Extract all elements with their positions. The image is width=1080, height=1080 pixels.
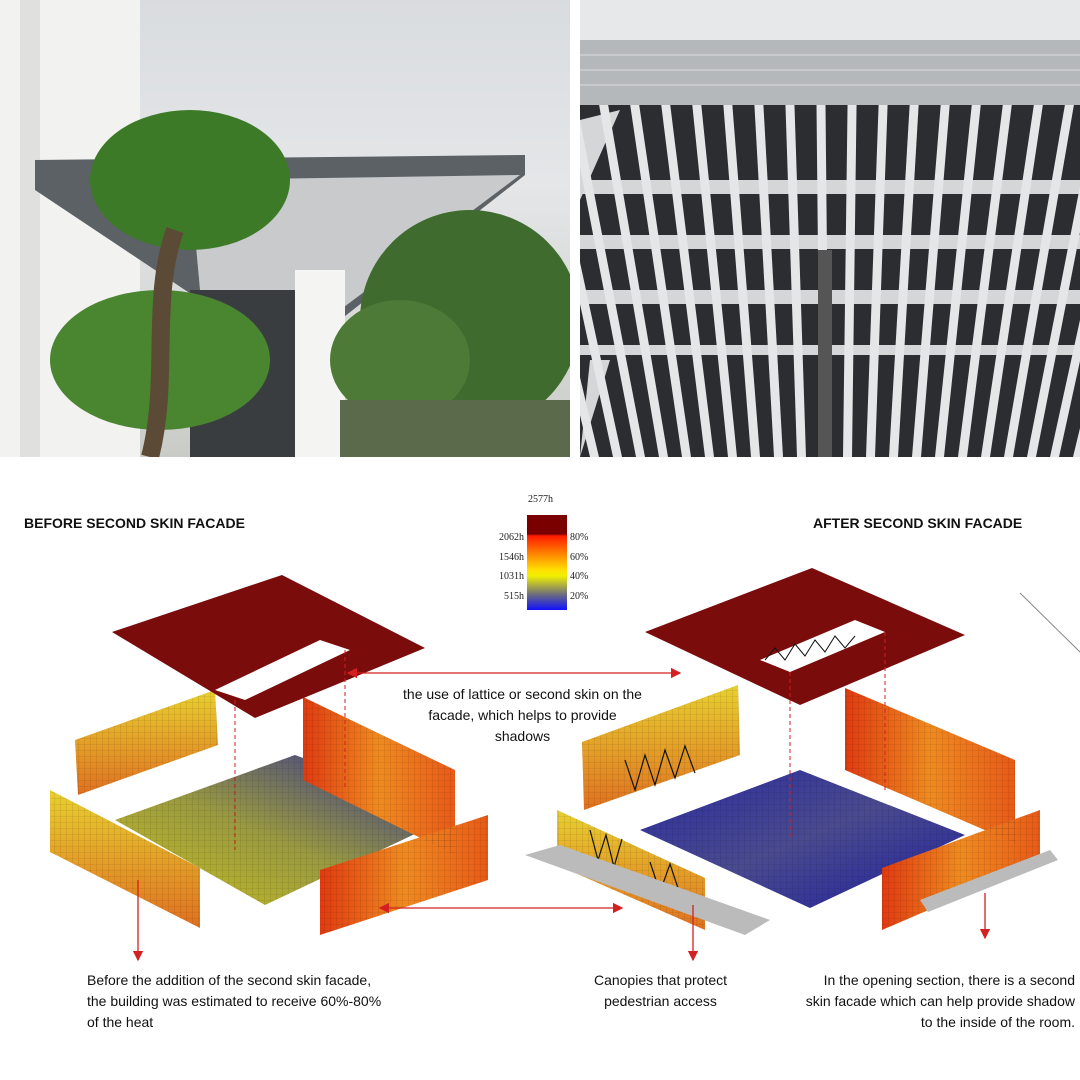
legend-right-tick: 60% <box>570 551 589 563</box>
caption-canopies: Canopies that protect pedestrian access <box>578 970 743 1012</box>
lattice-bar <box>785 105 806 457</box>
before-diagram <box>50 575 488 935</box>
heat-legend: 2577h 2062h 1546h 1031h 515h 80% 60% 40%… <box>490 490 610 620</box>
lattice-bar <box>981 105 1043 457</box>
lattice-bar <box>580 377 599 457</box>
caption-line: the use of lattice or second skin on the <box>403 686 642 702</box>
caption-line: to the inside of the room. <box>920 1014 1075 1030</box>
photo-building-canopy <box>0 0 570 457</box>
lattice-bar <box>843 105 857 457</box>
caption-line: skin facade which can help provide shado… <box>805 993 1075 1009</box>
caption-line: Before the addition of the second skin f… <box>87 972 372 988</box>
heading-before: BEFORE SECOND SKIN FACADE <box>24 515 245 531</box>
photo-lattice-facade <box>580 0 1080 457</box>
lattice-bar <box>692 105 737 457</box>
lattice-bar <box>1073 428 1080 457</box>
heading-after: AFTER SECOND SKIN FACADE <box>813 515 1023 531</box>
legend-left-tick: 1546h <box>499 551 524 563</box>
annotation-arrows <box>132 667 991 962</box>
after-diagram <box>525 568 1080 935</box>
lattice-bar <box>599 105 668 457</box>
side-walkway <box>920 850 1058 912</box>
lattice-bar <box>866 105 888 457</box>
lattice-bar <box>754 105 783 457</box>
roof-opening <box>215 640 350 700</box>
lattice-bar <box>912 105 950 457</box>
lattice-bar <box>580 262 622 457</box>
legend-bar <box>527 515 567 610</box>
lattice-photo-illustration <box>580 0 1080 457</box>
right-roof <box>645 568 965 705</box>
legend-right-tick: 80% <box>570 532 589 543</box>
lattice-bar <box>889 105 919 457</box>
canopy-walkway <box>525 845 770 935</box>
legend-right-tick: 20% <box>570 590 589 602</box>
legend-left-tick: 515h <box>504 590 524 602</box>
lattice-bar <box>661 105 714 457</box>
legend-left-tick: 1031h <box>499 571 524 582</box>
lattice-shades <box>589 744 696 895</box>
lattice-bar <box>1004 105 1074 457</box>
lattice-bar <box>630 105 691 457</box>
caption-line: Canopies that protect <box>593 972 728 988</box>
caption-line: of the heat <box>87 1014 154 1030</box>
lattice-bar <box>1027 186 1080 457</box>
lattice-bar <box>580 120 645 457</box>
caption-line: shadows <box>494 728 551 744</box>
lattice-bar <box>1050 319 1080 457</box>
roof-lattice-opening <box>760 620 885 672</box>
caption-line: facade, which helps to provide <box>428 707 617 723</box>
caption-opening: In the opening section, there is a secon… <box>760 970 1075 1033</box>
caption-line: the building was estimated to receive 60… <box>87 993 382 1009</box>
left-roof <box>112 575 425 718</box>
caption-lattice: the use of lattice or second skin on the… <box>380 684 665 747</box>
legend-max: 2577h <box>528 494 553 505</box>
caption-before: Before the addition of the second skin f… <box>87 970 381 1033</box>
canopy-photo-illustration <box>0 0 570 457</box>
legend-right-tick: 40% <box>570 571 589 582</box>
caption-line: In the opening section, there is a secon… <box>823 972 1075 988</box>
lattice-bar <box>958 105 1012 457</box>
caption-line: pedestrian access <box>604 993 717 1009</box>
lattice-bar <box>723 105 760 457</box>
legend-left-tick: 2062h <box>499 532 524 543</box>
lattice-bar <box>935 105 981 457</box>
